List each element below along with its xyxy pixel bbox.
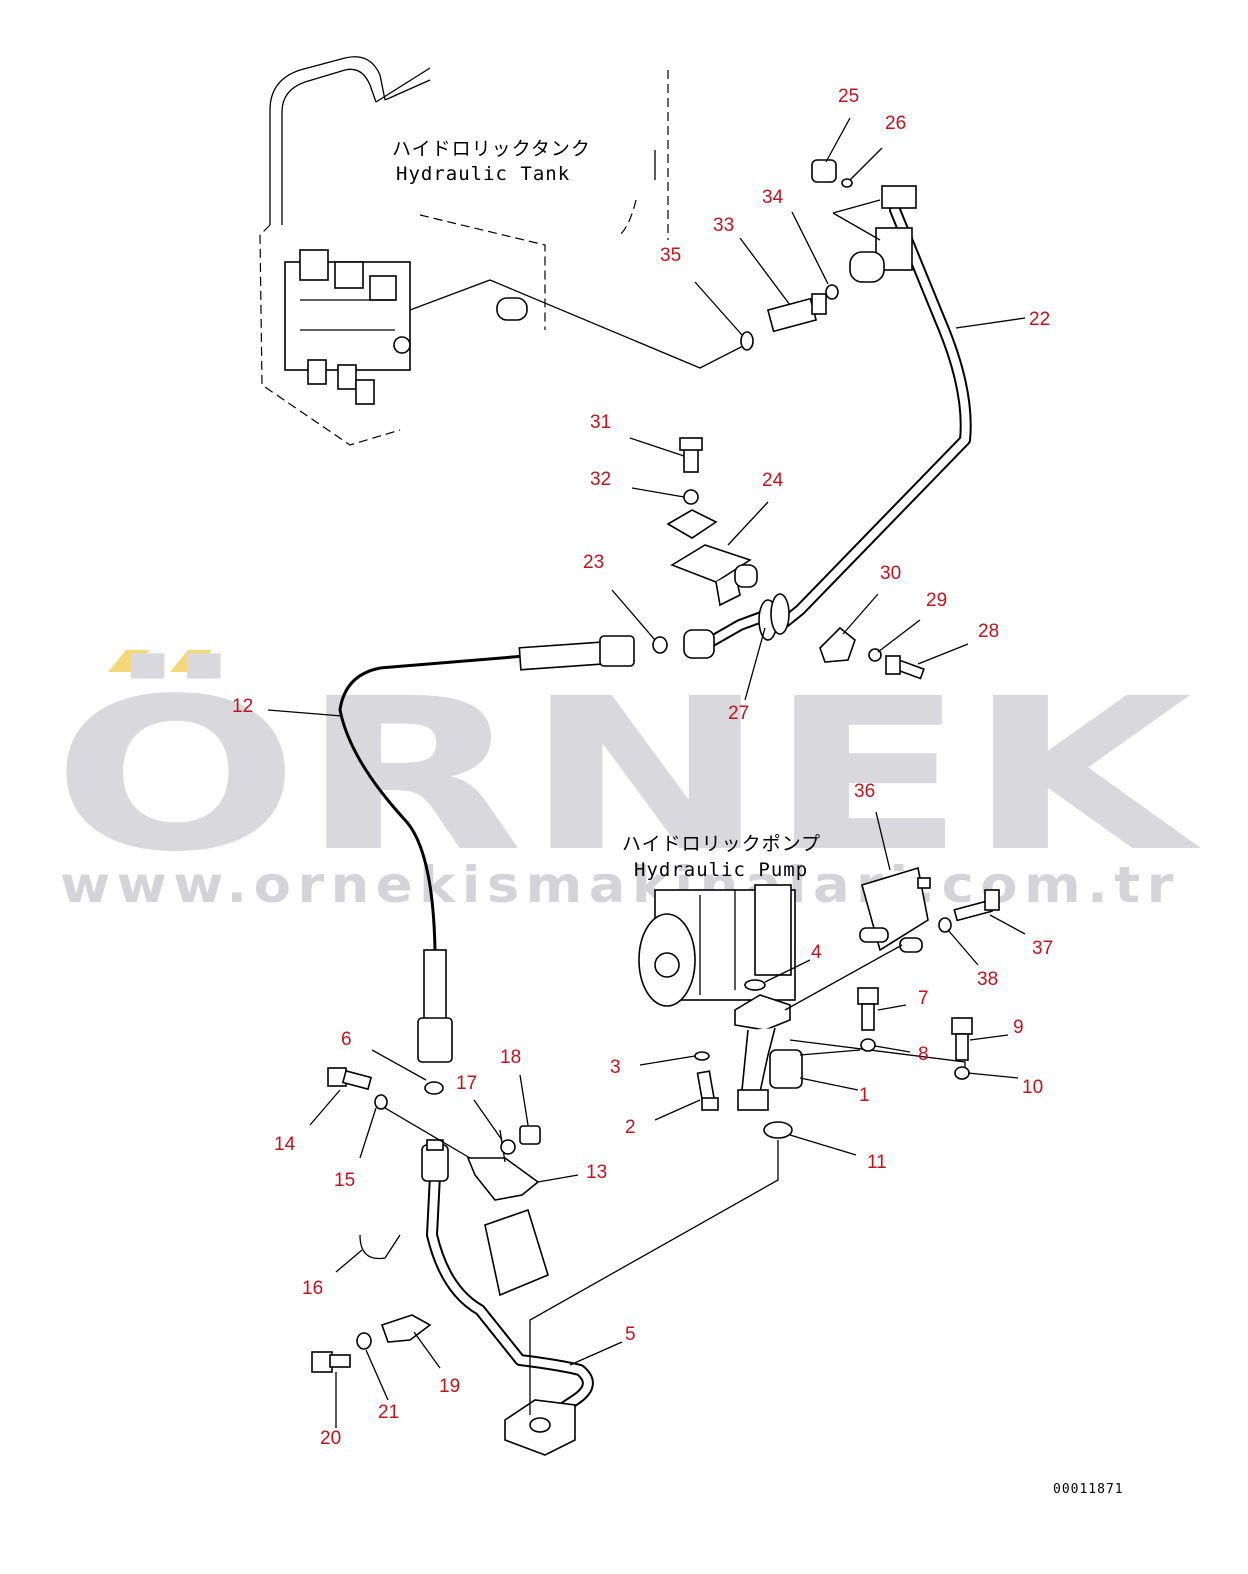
callout-7: 7 (918, 988, 929, 1009)
watermark-url: www.ornekismakinalari.com.tr (60, 856, 1180, 914)
callout-18: 18 (500, 1047, 521, 1068)
watermark-accent-left (108, 650, 150, 672)
callout-4: 4 (811, 942, 822, 963)
plug-25 (811, 159, 837, 183)
drawing-code: 00011871 (1053, 1482, 1124, 1497)
nut-18 (519, 1125, 541, 1145)
callout-8: 8 (918, 1044, 929, 1065)
control-valve (284, 249, 411, 405)
callout-33: 33 (713, 215, 734, 236)
callout-34: 34 (762, 187, 784, 208)
callout-28: 28 (978, 621, 999, 642)
hydraulic-pump (638, 884, 796, 1007)
callout-25: 25 (838, 86, 859, 107)
watermark: ÖRNEK www.ornekismakinalari.com.tr (52, 650, 1202, 914)
callouts: 1 2 3 4 5 6 7 8 9 10 11 12 13 14 15 16 1… (232, 86, 1053, 1449)
washer-8 (860, 1038, 876, 1052)
callout-1: 1 (859, 1085, 870, 1106)
callout-13: 13 (586, 1162, 607, 1183)
watermark-brand: ÖRNEK (52, 652, 1202, 898)
callout-10: 10 (1022, 1077, 1043, 1098)
plate-tab (917, 877, 931, 889)
oring-6 (424, 1081, 444, 1095)
plate-24 (666, 509, 718, 539)
tank-port-nipple (496, 297, 528, 321)
elbow-1 (734, 994, 803, 1111)
callout-6: 6 (341, 1029, 352, 1050)
bolt-7 (857, 987, 879, 1031)
bolt-20 (311, 1351, 351, 1373)
leader-lines (267, 117, 1026, 1428)
plate-13 (484, 1208, 549, 1297)
connector-27 (683, 593, 790, 659)
pin-36a (859, 927, 889, 943)
elbow-33 (766, 293, 827, 333)
oring-26 (841, 178, 853, 188)
callout-37: 37 (1032, 938, 1053, 959)
oring-11 (763, 1121, 793, 1139)
washer-21 (356, 1332, 372, 1350)
bolt-37 (953, 889, 1000, 922)
clamp-30 (819, 626, 856, 663)
callout-15: 15 (334, 1170, 355, 1191)
callout-20: 20 (320, 1428, 341, 1449)
pipe-5 (421, 1139, 594, 1426)
pump-label-en: Hydraulic Pump (634, 859, 808, 881)
callout-2: 2 (625, 1117, 636, 1138)
washer-10 (954, 1066, 970, 1080)
u-bolt-16 (359, 1234, 401, 1260)
oring-35 (740, 331, 754, 351)
callout-3: 3 (610, 1057, 621, 1078)
bolt-2 (696, 1070, 719, 1111)
bolt-9 (951, 1017, 973, 1061)
callout-9: 9 (1013, 1017, 1024, 1038)
hose-12 (338, 635, 635, 1063)
callout-14: 14 (274, 1134, 296, 1155)
callout-19: 19 (439, 1376, 460, 1397)
bolt-28 (885, 655, 925, 680)
callout-22: 22 (1029, 309, 1050, 330)
callout-24: 24 (762, 470, 784, 491)
pin-36b (899, 937, 923, 953)
callout-23: 23 (583, 552, 604, 573)
tank-label-en: Hydraulic Tank (396, 163, 570, 185)
bolt-14 (327, 1067, 373, 1091)
washer-32 (683, 489, 699, 505)
bracket-13 (466, 1157, 540, 1201)
callout-32: 32 (590, 469, 611, 490)
callout-31: 31 (590, 412, 611, 433)
callout-16: 16 (302, 1278, 323, 1299)
callout-36: 36 (854, 781, 875, 802)
clamp-19 (380, 1314, 432, 1343)
tank-label-jp: ハイドロリックタンク (392, 138, 591, 160)
callout-12: 12 (232, 696, 253, 717)
callout-26: 26 (885, 113, 906, 134)
pump-label-jp: ハイドロリックポンプ (622, 833, 821, 855)
oring-4 (744, 979, 766, 991)
oring-34 (825, 284, 839, 300)
callout-38: 38 (977, 969, 998, 990)
callout-21: 21 (378, 1402, 399, 1423)
callout-35: 35 (660, 245, 681, 266)
flange-hole (529, 1417, 551, 1433)
washer-38 (938, 917, 952, 933)
oring-23 (652, 636, 668, 654)
callout-5: 5 (625, 1324, 636, 1345)
watermark-accent-right (170, 650, 212, 672)
callout-30: 30 (880, 563, 901, 584)
hydraulic-tank (259, 56, 669, 446)
washer-15 (374, 1094, 388, 1110)
pipe-22 (779, 185, 972, 628)
callout-27: 27 (728, 703, 749, 724)
washer-3 (694, 1051, 710, 1061)
callout-11: 11 (867, 1152, 887, 1173)
washer-17 (500, 1139, 516, 1155)
bolt-31-head (679, 437, 703, 451)
callout-17: 17 (456, 1073, 477, 1094)
clamp-24 (670, 544, 758, 607)
callout-29: 29 (926, 590, 947, 611)
